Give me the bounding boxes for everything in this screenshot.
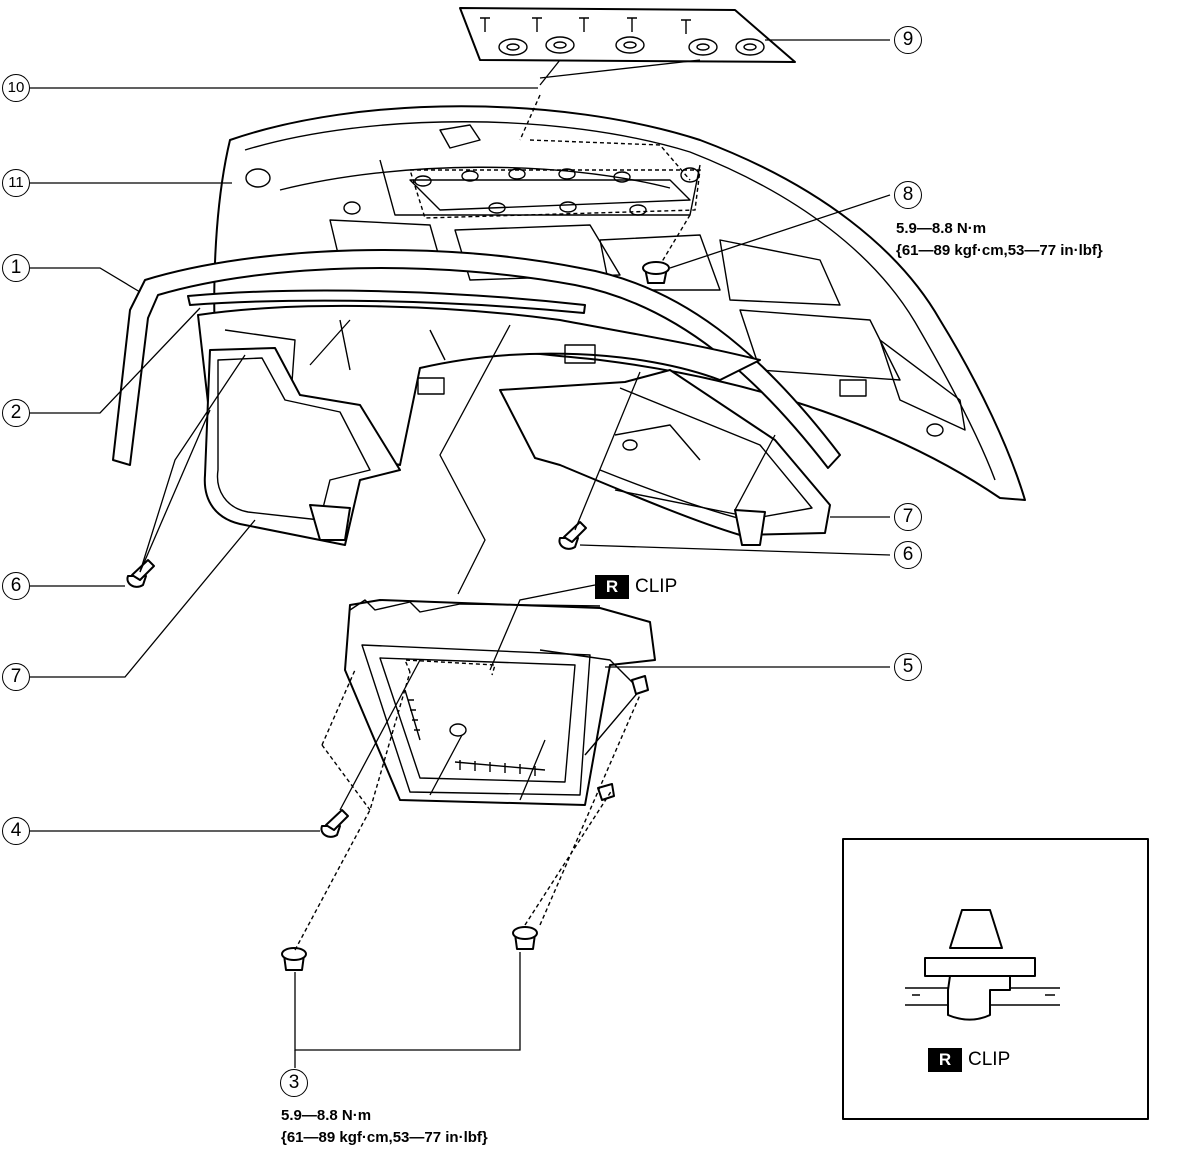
part-5-frame <box>344 599 656 806</box>
torque-spec-item3: 5.9—8.8 N·m {61—89 kgf·cm,53—77 in·lbf} <box>281 1105 488 1149</box>
clip-inset-box <box>842 838 1149 1120</box>
part-7-right-trim <box>499 369 831 546</box>
callout-8: 8 <box>894 181 922 209</box>
r-badge: R <box>595 575 629 599</box>
part-6-clip-right <box>558 521 587 550</box>
torque-spec-item3-line2: {61—89 kgf·cm,53—77 in·lbf} <box>281 1129 488 1146</box>
torque-spec-item8-line2: {61—89 kgf·cm,53—77 in·lbf} <box>896 242 1103 259</box>
callout-11: 11 <box>2 169 30 197</box>
part-1-weatherstrip <box>112 248 841 469</box>
part-7-left-trim <box>203 347 401 546</box>
callout-9: 9 <box>894 26 922 54</box>
part-6-clip-left <box>126 559 155 588</box>
callout-2: 2 <box>2 399 30 427</box>
assembly-dashed-lines <box>294 669 641 951</box>
torque-spec-item8-line1: 5.9—8.8 N·m <box>896 220 987 237</box>
panel-9-pins <box>480 17 691 34</box>
torque-spec-item8: 5.9—8.8 N·m {61—89 kgf·cm,53—77 in·lbf} <box>896 218 1103 262</box>
callout-7: 7 <box>894 503 922 531</box>
part-4-clip <box>320 809 349 838</box>
callout-10: 10 <box>2 74 30 102</box>
callout-7: 7 <box>2 663 30 691</box>
lid-holes <box>414 168 647 216</box>
panel-9-sockets <box>498 36 765 56</box>
callout-4: 4 <box>2 817 30 845</box>
callout-6: 6 <box>894 541 922 569</box>
lid-dashed-cutout <box>409 94 701 266</box>
clip-label-text: CLIP <box>968 1049 1011 1070</box>
torque-spec-item3-line1: 5.9—8.8 N·m <box>281 1107 372 1124</box>
leader-lines <box>30 39 891 1068</box>
part-9-panel <box>459 7 796 86</box>
r-badge: R <box>928 1048 962 1072</box>
clip-label-main: R CLIP <box>595 575 677 599</box>
part-8-fastener <box>642 261 670 284</box>
callout-3: 3 <box>280 1069 308 1097</box>
callout-1: 1 <box>2 254 30 282</box>
callout-6: 6 <box>2 572 30 600</box>
callout-5: 5 <box>894 653 922 681</box>
clip-label-text: CLIP <box>635 576 678 597</box>
part-2-seal-strip <box>187 289 586 314</box>
part-3-fastener-left <box>281 947 307 971</box>
clip-label-inset: R CLIP <box>928 1048 1010 1072</box>
part-3-fastener-right <box>512 926 538 950</box>
